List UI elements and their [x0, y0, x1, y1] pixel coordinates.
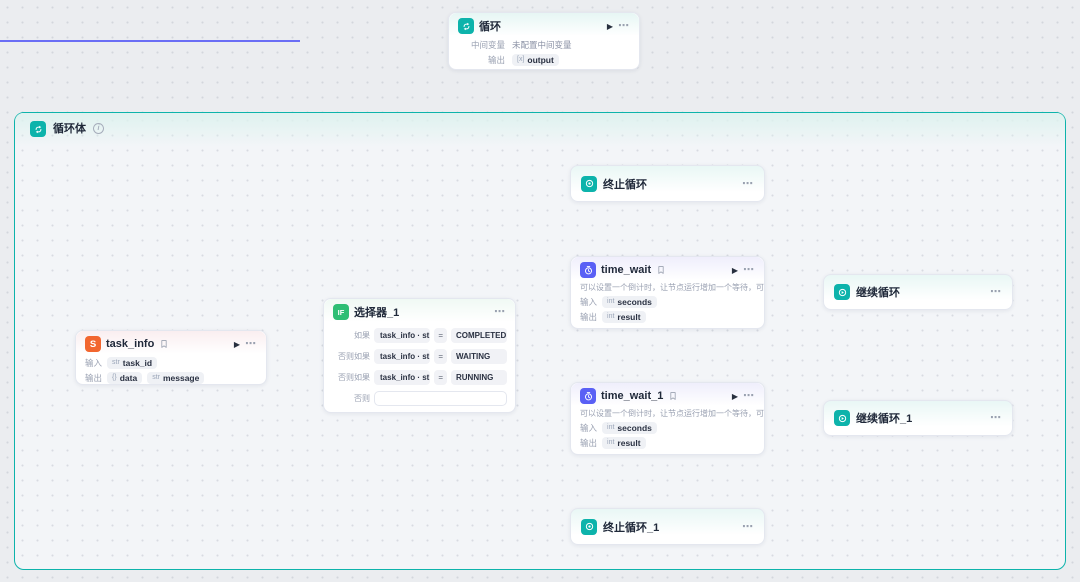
- condition-row[interactable]: 否则如果 task_info · st… = WAITING: [332, 349, 507, 364]
- continue-loop-icon: [834, 284, 850, 300]
- loop-icon: [30, 121, 46, 137]
- mid-var-value: 未配置中间变量: [512, 40, 572, 50]
- more-icon[interactable]: ⋯: [990, 286, 1002, 298]
- node-description: 可以设置一个倒计时，让节点运行增加一个等待，可搭配异步…: [580, 283, 764, 292]
- condition-empty-box[interactable]: [374, 391, 507, 406]
- condition-value[interactable]: COMPLETED: [451, 328, 507, 343]
- output-tag: [x]output: [512, 54, 559, 66]
- terminate-loop-icon: [581, 175, 597, 192]
- condition-label: 否则: [354, 394, 370, 403]
- more-icon[interactable]: ⋯: [743, 390, 755, 402]
- condition-label: 如果: [354, 331, 370, 340]
- condition-ref[interactable]: task_info · st…: [374, 370, 431, 385]
- input-label: 输入: [580, 297, 598, 307]
- bookmark-icon: [656, 265, 666, 275]
- if-icon: IF: [333, 304, 349, 320]
- condition-value[interactable]: RUNNING: [451, 370, 507, 385]
- bookmark-icon: [668, 391, 678, 401]
- output-label: 输出: [580, 438, 598, 448]
- timer-icon: [580, 262, 596, 278]
- condition-label: 否则如果: [338, 352, 370, 361]
- condition-op[interactable]: =: [434, 328, 447, 343]
- condition-ref[interactable]: task_info · st…: [374, 349, 431, 364]
- condition-row-else[interactable]: 否则: [332, 391, 507, 406]
- node-title: 循环: [479, 21, 501, 33]
- node-time-wait[interactable]: time_wait ▶ ⋯ 可以设置一个倒计时，让节点运行增加一个等待，可搭配异…: [570, 256, 765, 329]
- more-icon[interactable]: ⋯: [494, 306, 506, 318]
- play-icon[interactable]: ▶: [606, 21, 613, 31]
- info-icon: i: [93, 123, 104, 134]
- node-title: time_wait_1: [601, 390, 664, 402]
- condition-row[interactable]: 如果 task_info · st… = COMPLETED: [332, 328, 507, 343]
- mid-var-label: 中间变量: [470, 40, 505, 50]
- play-icon[interactable]: ▶: [233, 339, 240, 349]
- loop-body-title: 循环体: [53, 123, 86, 135]
- node-loop[interactable]: 循环 ▶ ⋯ 中间变量 未配置中间变量 输出 [x]output: [448, 12, 640, 70]
- condition-row[interactable]: 否则如果 task_info · st… = RUNNING: [332, 370, 507, 385]
- output-tag: {}data: [107, 372, 143, 384]
- timer-icon: [580, 388, 596, 404]
- condition-ref[interactable]: task_info · st…: [374, 328, 431, 343]
- condition-value[interactable]: WAITING: [451, 349, 507, 364]
- node-continue-loop-1[interactable]: 继续循环_1 ⋯: [823, 400, 1013, 436]
- node-selector[interactable]: IF 选择器_1 ⋯ 如果 task_info · st… = COMPLETE…: [323, 298, 516, 413]
- node-terminate-loop-1[interactable]: 终止循环_1 ⋯: [570, 508, 765, 545]
- condition-op[interactable]: =: [434, 349, 447, 364]
- node-title: task_info: [106, 338, 155, 350]
- condition-label: 否则如果: [338, 373, 370, 382]
- more-icon[interactable]: ⋯: [742, 520, 754, 533]
- output-label: 输出: [580, 312, 598, 322]
- bookmark-icon: [159, 339, 169, 349]
- play-icon[interactable]: ▶: [731, 265, 738, 275]
- more-icon[interactable]: ⋯: [743, 264, 755, 276]
- node-terminate-loop[interactable]: 终止循环 ⋯: [570, 165, 765, 202]
- node-title: time_wait: [601, 264, 652, 276]
- node-title: 终止循环_1: [603, 521, 660, 534]
- loop-icon: [458, 18, 474, 34]
- node-title: 终止循环: [603, 178, 647, 191]
- more-icon[interactable]: ⋯: [990, 412, 1002, 424]
- plugin-icon: S: [85, 336, 101, 352]
- more-icon[interactable]: ⋯: [618, 20, 630, 32]
- continue-loop-icon: [834, 410, 850, 426]
- condition-op[interactable]: =: [434, 370, 447, 385]
- node-title: 选择器_1: [354, 307, 400, 319]
- more-icon[interactable]: ⋯: [742, 177, 754, 190]
- loop-body-container[interactable]: 循环体 i: [14, 112, 1066, 570]
- more-icon[interactable]: ⋯: [245, 338, 257, 350]
- loop-body-header: 循环体 i: [15, 113, 1065, 147]
- node-time-wait-1[interactable]: time_wait_1 ▶ ⋯ 可以设置一个倒计时，让节点运行增加一个等待，可搭…: [570, 382, 765, 455]
- node-description: 可以设置一个倒计时，让节点运行增加一个等待，可搭配异步…: [580, 409, 764, 418]
- node-title: 继续循环_1: [856, 413, 913, 425]
- play-icon[interactable]: ▶: [731, 391, 738, 401]
- input-label: 输入: [85, 358, 103, 368]
- node-title: 继续循环: [856, 287, 900, 299]
- terminate-loop-icon: [581, 518, 597, 535]
- node-continue-loop[interactable]: 继续循环 ⋯: [823, 274, 1013, 310]
- output-label: 输出: [487, 55, 505, 65]
- input-label: 输入: [580, 423, 598, 433]
- output-label: 输出: [85, 373, 103, 383]
